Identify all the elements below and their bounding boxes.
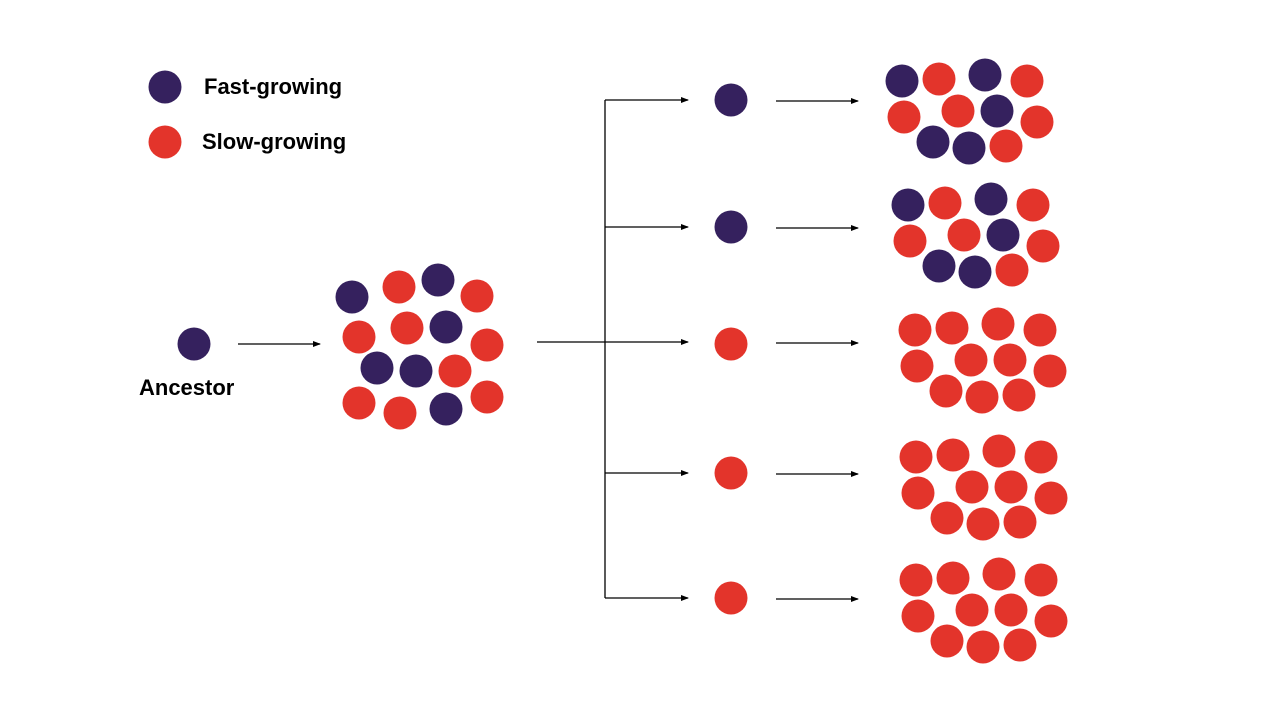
lineage-4-slow-cell <box>1034 481 1068 515</box>
population-slow-cell <box>470 328 504 362</box>
lineage-3-slow-cell <box>954 343 988 377</box>
lineage-2-fast-cell <box>974 182 1008 216</box>
population-fast-cell <box>429 392 463 426</box>
legend-fast-cell <box>148 70 182 104</box>
lineage-1-fast-cell <box>916 125 950 159</box>
population-slow-cell <box>383 396 417 430</box>
lineage-2-slow-cell <box>1016 188 1050 222</box>
lineage-1-slow-cell <box>922 62 956 96</box>
lineage-5-slow-cell <box>936 561 970 595</box>
lineage-3-slow-cell <box>1033 354 1067 388</box>
population-slow-cell <box>460 279 494 313</box>
lineage-3-slow-cell <box>1023 313 1057 347</box>
lineage-2-slow-cell <box>928 186 962 220</box>
lineage-4-slow-cell <box>936 438 970 472</box>
lineage-5-slow-cell <box>955 593 989 627</box>
lineage-1-fast-cell <box>980 94 1014 128</box>
legend-slow-label: Slow-growing <box>202 129 347 154</box>
population-fast-cell <box>429 310 463 344</box>
lineage-3-slow-cell <box>993 343 1027 377</box>
lineage-4-slow-cell <box>955 470 989 504</box>
lineage-5-slow-cell <box>1024 563 1058 597</box>
lineage-1-fast-cell <box>885 64 919 98</box>
lineage-5-slow-cell <box>930 624 964 658</box>
lineage-2-slow-cell <box>995 253 1029 287</box>
population-fast-cell <box>360 351 394 385</box>
lineage-5-slow-cell <box>1003 628 1037 662</box>
population-slow-cell <box>342 386 376 420</box>
lineage-1-slow-cell <box>1020 105 1054 139</box>
lineage-5-slow-cell <box>1034 604 1068 638</box>
lineage-5-slow-cell <box>901 599 935 633</box>
population-slow-cell <box>438 354 472 388</box>
lineage-4-slow-cell <box>1003 505 1037 539</box>
founder-5-slow-cell <box>714 581 748 615</box>
ancestor-label: Ancestor <box>139 375 235 400</box>
lineage-3-slow-cell <box>935 311 969 345</box>
lineage-2-fast-cell <box>986 218 1020 252</box>
lineage-3-slow-cell <box>1002 378 1036 412</box>
founder-1-fast-cell <box>714 83 748 117</box>
lineage-1-slow-cell <box>1010 64 1044 98</box>
lineage-3-slow-cell <box>900 349 934 383</box>
lineage-5-slow-cell <box>994 593 1028 627</box>
lineage-5-slow-cell <box>966 630 1000 664</box>
population-fast-cell <box>421 263 455 297</box>
founder-2-fast-cell <box>714 210 748 244</box>
lineage-1-slow-cell <box>989 129 1023 163</box>
lineage-1-slow-cell <box>887 100 921 134</box>
lineage-4-slow-cell <box>966 507 1000 541</box>
population-slow-cell <box>470 380 504 414</box>
lineage-1-fast-cell <box>952 131 986 165</box>
lineage-4-slow-cell <box>899 440 933 474</box>
lineage-4-slow-cell <box>930 501 964 535</box>
lineage-1-slow-cell <box>941 94 975 128</box>
ancestor-fast-cell <box>177 327 211 361</box>
population-fast-cell <box>399 354 433 388</box>
lineage-4-slow-cell <box>982 434 1016 468</box>
lineage-3-slow-cell <box>929 374 963 408</box>
lineage-5-slow-cell <box>899 563 933 597</box>
lineage-2-slow-cell <box>893 224 927 258</box>
lineage-3-slow-cell <box>981 307 1015 341</box>
legend-slow-cell <box>148 125 182 159</box>
lineage-2-fast-cell <box>958 255 992 289</box>
population-slow-cell <box>382 270 416 304</box>
lineage-2-slow-cell <box>1026 229 1060 263</box>
lineage-3-slow-cell <box>898 313 932 347</box>
founder-3-slow-cell <box>714 327 748 361</box>
lineage-4-slow-cell <box>1024 440 1058 474</box>
population-slow-cell <box>390 311 424 345</box>
lineage-4-slow-cell <box>994 470 1028 504</box>
founder-4-slow-cell <box>714 456 748 490</box>
population-fast-cell <box>335 280 369 314</box>
legend-fast-label: Fast-growing <box>204 74 343 99</box>
lineage-2-slow-cell <box>947 218 981 252</box>
population-slow-cell <box>342 320 376 354</box>
lineage-1-fast-cell <box>968 58 1002 92</box>
lineage-5-slow-cell <box>982 557 1016 591</box>
lineage-4-slow-cell <box>901 476 935 510</box>
lineage-2-fast-cell <box>922 249 956 283</box>
lineage-2-fast-cell <box>891 188 925 222</box>
lineage-3-slow-cell <box>965 380 999 414</box>
